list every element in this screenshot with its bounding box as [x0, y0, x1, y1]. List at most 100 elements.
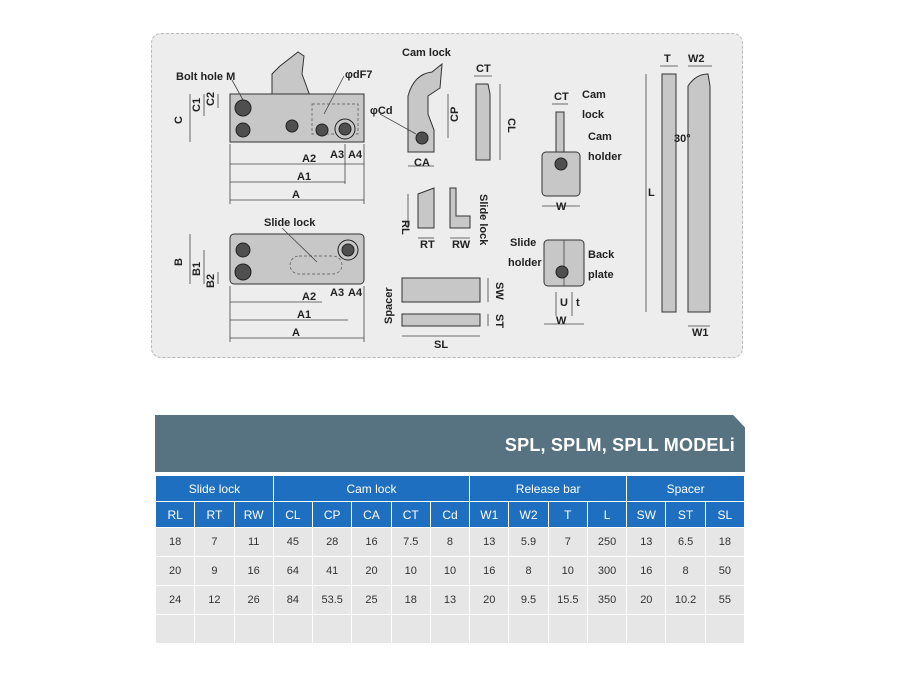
group-header: Cam lock: [272, 475, 471, 502]
table-cell: 41: [312, 556, 353, 586]
table-cell: [194, 614, 235, 644]
table-cell: 8: [508, 556, 549, 586]
model-title: SPL, SPLM, SPLL MODELi: [504, 435, 735, 455]
top-view-assembly: Bolt hole M φdF7 C C1 C2 A2 A3 A4 A1 A: [173, 51, 372, 204]
spacer-detail: Spacer SL SW ST: [383, 277, 505, 351]
technical-drawing: Bolt hole M φdF7 C C1 C2 A2 A3 A4 A1 A: [173, 47, 712, 351]
table-cell: 5.9: [508, 527, 549, 557]
bolt-hole-bottom-1: [235, 242, 251, 258]
table-cell: [272, 614, 314, 644]
cam-lock-shape: [407, 62, 443, 153]
label-B1: B1: [191, 262, 203, 276]
column-header: W1: [469, 501, 510, 528]
table-cell: 12: [194, 585, 235, 615]
label-dF7: φdF7: [345, 69, 372, 81]
column-header: L: [586, 501, 628, 528]
table-cell: 20: [469, 585, 510, 615]
bottom-view-assembly: Slide lock B B1 B2 A2 A3 A4 A1 A: [173, 217, 365, 342]
table-cell: 250: [586, 527, 628, 557]
label-A3-top: A3: [330, 149, 344, 161]
label-spacer-drawing: Spacer: [383, 287, 395, 324]
release-bar-detail: T W2 30° L W1: [645, 53, 712, 339]
table-cell: 13: [469, 527, 510, 557]
label-CL: CL: [505, 118, 517, 133]
label-t: t: [576, 297, 580, 309]
table-cell: 18: [154, 527, 196, 557]
label-W-slide: W: [556, 315, 567, 327]
table-cell: [429, 614, 471, 644]
column-header: CP: [312, 501, 353, 528]
column-header: CA: [351, 501, 392, 528]
table-cell: 20: [626, 585, 667, 615]
table-cell: 9.5: [508, 585, 549, 615]
spacer-top: [401, 277, 481, 303]
table-cell: 15.5: [547, 585, 588, 615]
label-L: L: [648, 187, 655, 199]
table-cell: [469, 614, 510, 644]
table-cell: [547, 614, 588, 644]
label-plate: plate: [588, 269, 614, 281]
table-cell: 16: [469, 556, 510, 586]
label-W2: W2: [688, 53, 705, 65]
cam-hole-bottom-inner: [341, 243, 355, 257]
label-A2-top: A2: [302, 153, 316, 165]
table-cell: 20: [351, 556, 392, 586]
table-cell: 16: [351, 527, 392, 557]
label-RL: RL: [399, 220, 411, 235]
table-cell: [704, 614, 746, 644]
label-W1: W1: [692, 327, 709, 339]
release-bar-side: [661, 73, 677, 313]
label-30deg: 30°: [674, 133, 691, 145]
table-cell: [233, 614, 274, 644]
label-CA: CA: [414, 157, 430, 169]
table-cell: [154, 614, 196, 644]
bolt-hole-bottom-2: [234, 263, 252, 281]
table-cell: 8: [429, 527, 471, 557]
column-header: RT: [194, 501, 235, 528]
label-A4-bottom: A4: [348, 287, 363, 299]
column-header: RL: [154, 501, 196, 528]
table-cell: [508, 614, 549, 644]
label-SW: SW: [493, 282, 505, 300]
hidden-line-top: [311, 103, 359, 135]
table-cell: [312, 614, 353, 644]
table-cell: [586, 614, 628, 644]
label-T: T: [664, 53, 671, 65]
pin-hole-top: [285, 119, 299, 133]
label-slide: Slide: [510, 237, 536, 249]
table-cell: 7: [194, 527, 235, 557]
label-C1: C1: [191, 98, 203, 112]
label-A1-bottom: A1: [297, 309, 311, 321]
label-W-cam: W: [556, 201, 567, 213]
cam-holder-lock: [555, 111, 565, 153]
label-slide-lock-drawing: Slide lock: [264, 217, 316, 229]
table-cell: [665, 614, 706, 644]
table-cell: 20: [154, 556, 196, 586]
table-cell: 10: [390, 556, 431, 586]
label-A-top: A: [292, 189, 300, 201]
table-cell: 45: [272, 527, 314, 557]
table-cell: 18: [390, 585, 431, 615]
slide-holder-hole: [555, 265, 569, 279]
table-cell: 84: [272, 585, 314, 615]
slide-body-bottom: [229, 233, 365, 285]
table-cell: 10.2: [665, 585, 706, 615]
label-SL: SL: [434, 339, 448, 351]
slide-holder-detail: Slide holder Back plate U t W: [508, 237, 615, 327]
spacer-side: [401, 313, 481, 327]
column-header: CL: [272, 501, 314, 528]
label-ST: ST: [493, 314, 505, 328]
column-header: T: [547, 501, 588, 528]
table-cell: [351, 614, 392, 644]
model-title-banner: SPL, SPLM, SPLL MODELi: [155, 415, 745, 472]
label-back: Back: [588, 249, 615, 261]
label-C2: C2: [205, 92, 217, 106]
bolt-hole-top-2: [235, 122, 251, 138]
table-cell: 6.5: [665, 527, 706, 557]
table-cell: 350: [586, 585, 628, 615]
column-header: SL: [704, 501, 746, 528]
table-cell: 18: [704, 527, 746, 557]
